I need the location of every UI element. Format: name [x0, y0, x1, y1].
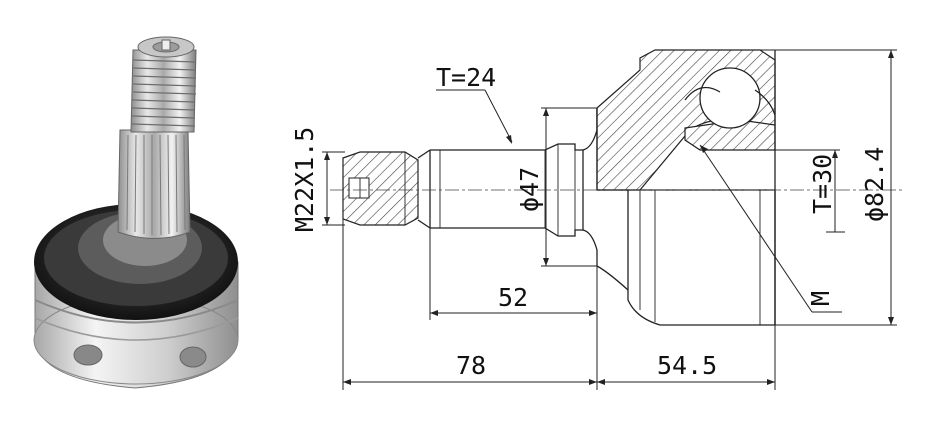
length-52-label: 52	[498, 283, 528, 312]
thread-section	[342, 151, 419, 226]
shaft-diameter-label: ϕ47	[515, 167, 544, 212]
outer-diameter-label: ϕ82.4	[860, 147, 889, 222]
housing-outline	[597, 189, 776, 326]
flank-length-label: T=24	[436, 63, 496, 92]
length-78-label: 78	[456, 351, 486, 380]
cv-joint-photo	[33, 36, 239, 389]
thread-spec-label: M22X1.5	[290, 127, 319, 232]
technical-drawing: M22X1.5 T=24 ϕ47 T=30 ϕ82.4 M	[290, 49, 905, 390]
length-54-5-label: 54.5	[657, 351, 717, 380]
bell-length-label: T=30	[808, 154, 837, 214]
mark-label: M	[806, 291, 835, 306]
ball	[699, 67, 761, 129]
